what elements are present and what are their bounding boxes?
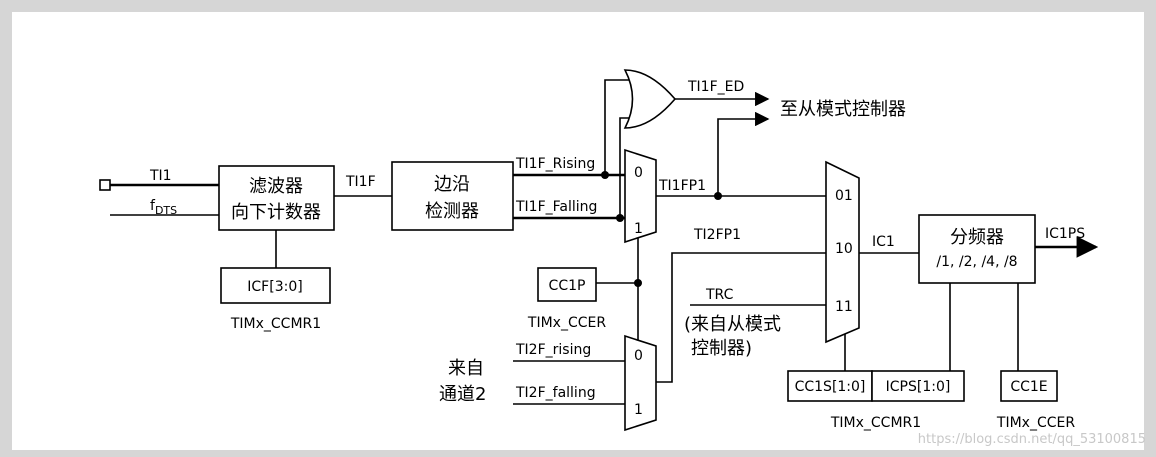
fdts-sub: DTS	[155, 204, 177, 217]
ti2f-falling-label: TI2F_falling	[515, 385, 596, 401]
junction-dot	[616, 214, 624, 222]
junction-dot	[634, 279, 642, 287]
or-gate	[623, 69, 677, 129]
mux1-sel-0: 0	[634, 165, 643, 181]
mux2-sel-1: 1	[634, 402, 643, 418]
mux1-sel-1: 1	[634, 221, 643, 237]
edge-detector-block: 边沿 检测器	[391, 161, 514, 231]
ti1fp1-label: TI1FP1	[658, 178, 706, 194]
icps-label: ICPS[1:0]	[886, 379, 951, 395]
mux3-in-10: 10	[835, 241, 853, 257]
slave-ctrl-arrow	[717, 111, 770, 196]
ti1-pin	[99, 179, 111, 191]
from-ch2-line1: 来自	[448, 358, 484, 379]
filter-label-line2: 向下计数器	[231, 202, 321, 223]
fdts-label: fDTS	[150, 198, 177, 217]
or-input-a-wire	[604, 79, 632, 175]
cc1p-register: CC1P	[537, 267, 597, 302]
ti2fp1-label: TI2FP1	[693, 227, 741, 243]
icps-register: ICPS[1:0]	[871, 370, 965, 402]
mux3-in-11: 11	[835, 299, 853, 315]
mux-3: 01 10 11	[825, 160, 860, 344]
filter-block: 滤波器 向下计数器	[218, 165, 335, 231]
prescaler-label-line1: 分频器	[950, 227, 1004, 248]
cc1p-register-name: TIMx_CCER	[527, 315, 606, 331]
watermark: https://blog.csdn.net/qq_53100815	[918, 432, 1146, 447]
cc1p-label: CC1P	[549, 278, 586, 294]
prescaler-label-line2: /1, /2, /4, /8	[936, 254, 1017, 270]
trc-label: TRC	[705, 287, 734, 303]
or-input-b-wire	[619, 117, 632, 218]
cc1e-label: CC1E	[1010, 379, 1047, 395]
slave-ctrl-label: 至从模式控制器	[780, 99, 906, 120]
from-ch2-line2: 通道2	[439, 384, 486, 405]
ti1f-ed-label: TI1F_ED	[687, 79, 744, 95]
edge-label-line1: 边沿	[434, 174, 470, 195]
trc-note-line1: (来自从模式	[684, 314, 781, 335]
mux-1: 0 1	[624, 148, 657, 244]
ccmr1-register-name: TIMx_CCMR1	[830, 415, 921, 431]
ti2f-rising-label: TI2F_rising	[515, 342, 591, 358]
ti1f-label: TI1F	[345, 174, 376, 190]
icf-register-name: TIMx_CCMR1	[230, 316, 321, 332]
ti2fp1-wire	[656, 252, 826, 383]
mux-2: 0 1	[624, 334, 657, 432]
cc1s-register: CC1S[1:0]	[787, 370, 873, 402]
ti1f-falling-label: TI1F_Falling	[515, 199, 597, 215]
junction-dot	[714, 192, 722, 200]
ic1ps-label: IC1PS	[1045, 226, 1085, 242]
fdts-main: f	[150, 198, 156, 214]
prescaler-block: 分频器 /1, /2, /4, /8	[918, 214, 1036, 284]
ic1-label: IC1	[872, 234, 895, 250]
trc-note-line2: 控制器)	[691, 338, 752, 359]
cc1s-label: CC1S[1:0]	[795, 379, 866, 395]
wires	[110, 79, 1099, 405]
ccer-register-name: TIMx_CCER	[996, 415, 1075, 431]
mux2-sel-0: 0	[634, 348, 643, 364]
mux3-in-01: 01	[835, 188, 853, 204]
edge-label-line2: 检测器	[425, 201, 479, 222]
junction-dot	[601, 171, 609, 179]
icf-label: ICF[3:0]	[247, 279, 302, 295]
ti1-label: TI1	[149, 168, 172, 184]
filter-label-line1: 滤波器	[249, 176, 303, 197]
ti1f-rising-label: TI1F_Rising	[515, 156, 595, 172]
cc1e-register: CC1E	[1000, 370, 1058, 402]
junctions	[601, 171, 722, 287]
icf-register: ICF[3:0]	[220, 267, 331, 304]
